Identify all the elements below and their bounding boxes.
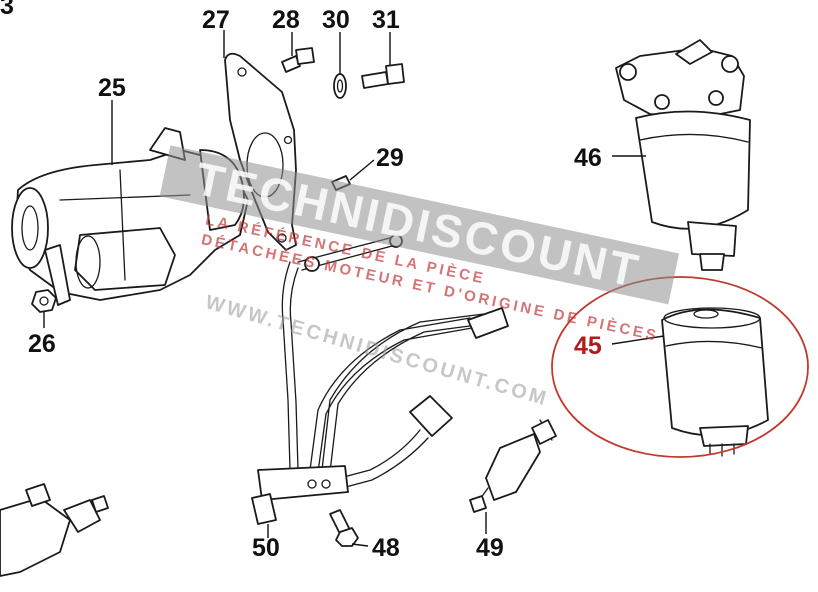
- watermark: TECHNIDISCOUNT LA RÉFÉRENCE DE LA PIÈCE …: [159, 145, 680, 345]
- callout-46: 46: [574, 144, 602, 172]
- filter-cartridge-45: [661, 307, 769, 457]
- callout-48: 48: [372, 534, 400, 562]
- bolt-28: [281, 47, 315, 73]
- callout-25: 25: [98, 74, 126, 102]
- drive-shaft: [0, 483, 109, 577]
- highlight-circle: [551, 276, 809, 458]
- callout-30: 30: [322, 6, 350, 34]
- callout-27: 27: [202, 6, 230, 34]
- inline-filter-49: [469, 419, 557, 513]
- callout-45: 45: [574, 332, 602, 360]
- filter-housing-46: [615, 39, 751, 271]
- callout-26: 26: [28, 330, 56, 358]
- screw-48: [329, 509, 359, 547]
- callout-28: 28: [272, 6, 300, 34]
- bolt-31: [361, 63, 405, 89]
- callout-3: 3: [0, 0, 14, 20]
- watermark-banner: [159, 145, 680, 305]
- washer-30: [333, 73, 347, 99]
- callout-29: 29: [376, 144, 404, 172]
- leader-lines: [43, 30, 665, 547]
- nut: [31, 289, 57, 313]
- fuel-lines: [251, 234, 509, 525]
- callout-31: 31: [372, 6, 400, 34]
- callout-50: 50: [252, 534, 280, 562]
- callout-49: 49: [476, 534, 504, 562]
